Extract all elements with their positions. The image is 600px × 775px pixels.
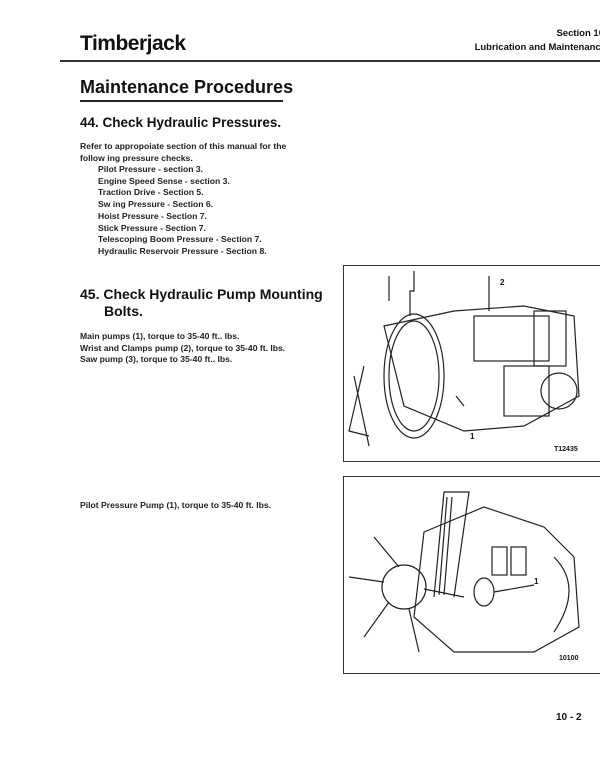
- intro-text: Refer to appropoiate section of this man…: [80, 141, 286, 164]
- pump-illustration: [348, 271, 580, 447]
- list-item: Stick Pressure - Section 7.: [98, 222, 206, 233]
- heading-45-cont: Bolts.: [104, 303, 143, 319]
- figure-hydraulic-pumps: 2 1 T12435: [343, 265, 600, 462]
- pump-torque-text: Main pumps (1), torque to 35-40 ft.. lbs…: [80, 331, 285, 366]
- text-line: Wrist and Clamps pump (2), torque to 35-…: [80, 342, 286, 353]
- page-number: 10 - 2: [556, 712, 582, 723]
- text-line: Saw pump (3), torque to 35-40 ft.. lbs.: [80, 354, 233, 365]
- pressure-check-list: Pilot Pressure - section 3. Engine Speed…: [98, 164, 267, 258]
- header-rule: [60, 60, 600, 62]
- heading-45: 45. Check Hydraulic Pump Mounting: [80, 286, 323, 302]
- section-number: Section 10: [556, 28, 600, 39]
- figure-caption: 10100: [559, 655, 579, 662]
- list-item: Traction Drive - Section 5.: [98, 187, 204, 198]
- callout-1: 1: [534, 577, 539, 586]
- section-title: Lubrication and Maintenance: [474, 42, 600, 53]
- figure-pilot-pump: 1 10100: [343, 476, 600, 674]
- callout-1: 1: [470, 432, 475, 441]
- list-item: Pilot Pressure - section 3.: [98, 164, 204, 174]
- list-item: Telescoping Boom Pressure - Section 7.: [98, 234, 262, 245]
- brand-logo: Timberjack: [80, 32, 186, 55]
- page-title: Maintenance Procedures: [80, 77, 293, 102]
- list-item: Hoist Pressure - Section 7.: [98, 210, 207, 221]
- pilot-pump-text: Pilot Pressure Pump (1), torque to 35-40…: [80, 500, 272, 510]
- intro-line: follow ing pressure checks.: [80, 152, 193, 163]
- list-item: Sw ing Pressure - Section 6.: [98, 199, 214, 210]
- text-line: Main pumps (1), torque to 35-40 ft.. lbs…: [80, 331, 240, 341]
- heading-44: 44. Check Hydraulic Pressures.: [80, 115, 282, 130]
- engine-illustration: [348, 491, 580, 653]
- intro-line: Refer to appropoiate section of this man…: [80, 141, 287, 151]
- list-item: Hydraulic Reservoir Pressure - Section 8…: [98, 245, 267, 256]
- callout-2: 2: [500, 278, 505, 287]
- figure-caption: T12435: [554, 446, 578, 453]
- list-item: Engine Speed Sense - section 3.: [98, 175, 230, 186]
